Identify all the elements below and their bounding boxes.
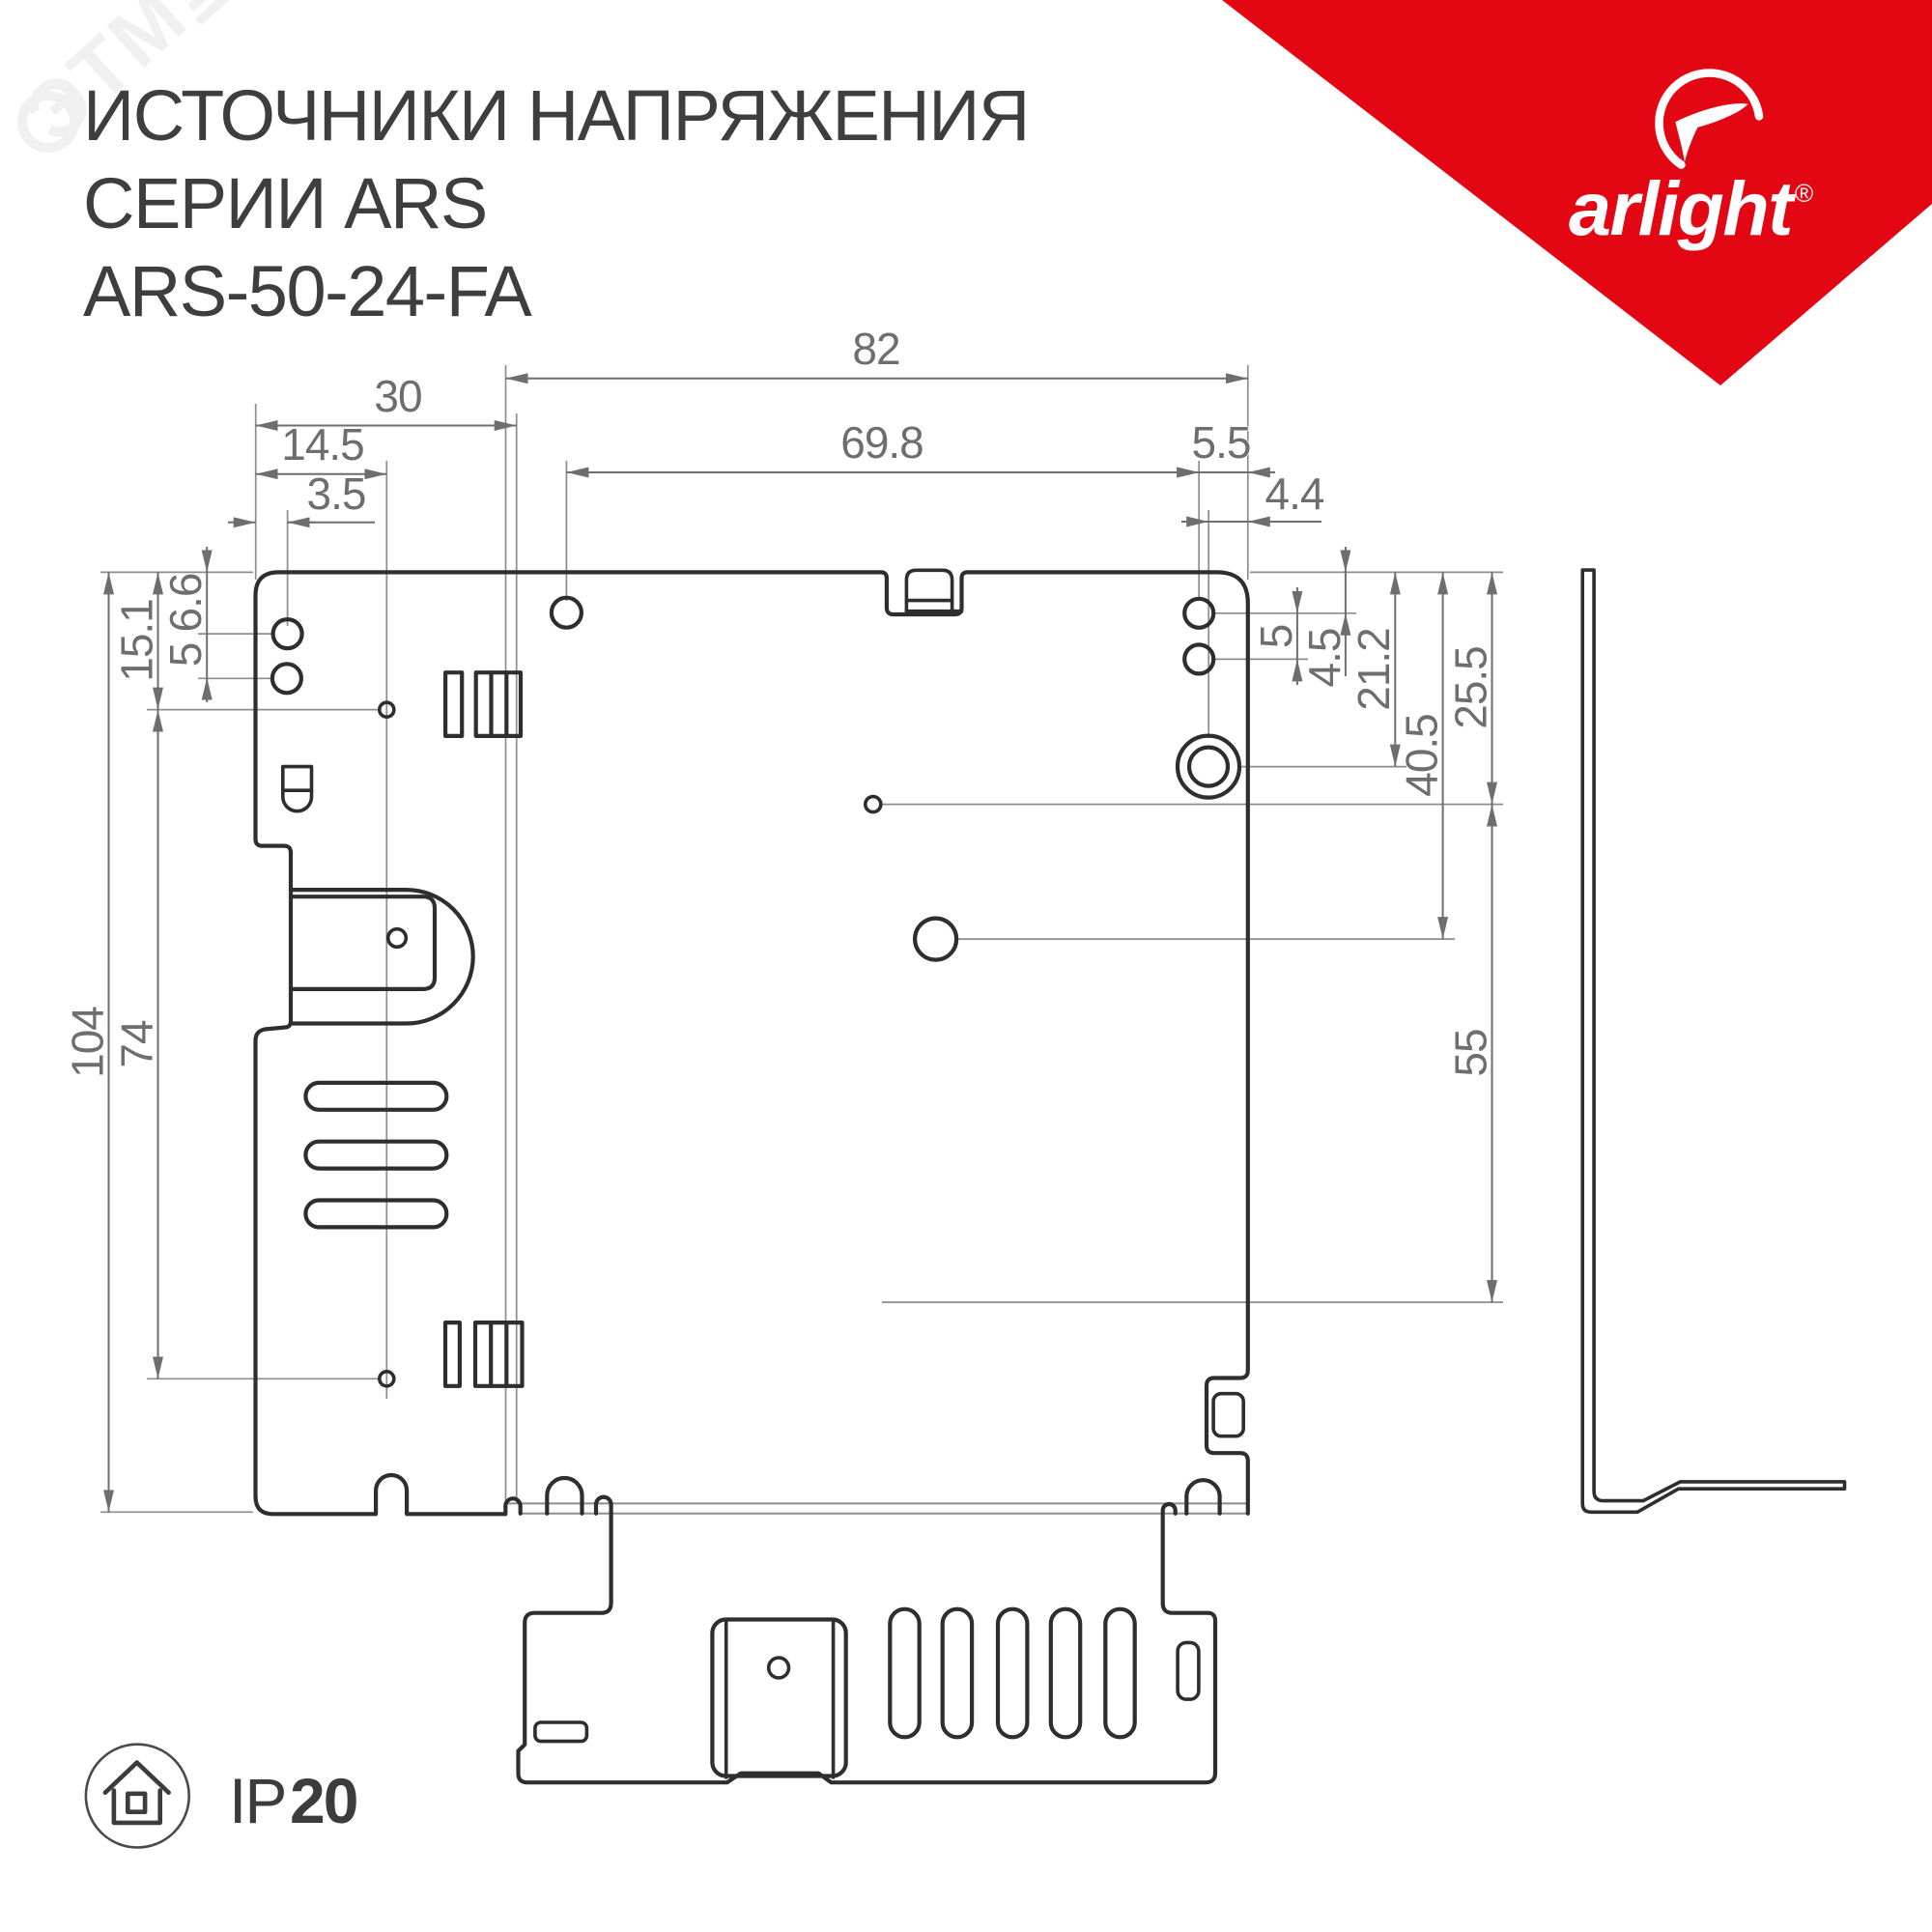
dim-69-8: 69.8 [566, 416, 1200, 478]
dim-21-2: 21.2 [1348, 572, 1401, 767]
brand-registered-mark: ® [1795, 179, 1813, 208]
watermark-stripes-icon [187, 0, 242, 26]
house-icon [102, 1760, 171, 1826]
din-clip-hole [385, 926, 409, 950]
dim-4-5: 4.5 [1298, 547, 1351, 688]
top-edge-hook-tab [904, 568, 964, 613]
dim-25-5: 25.5 [1445, 572, 1497, 805]
svg-text:40.5: 40.5 [1397, 714, 1447, 797]
hole-small-bottom [377, 1370, 396, 1388]
ip-badge-circle [84, 1743, 191, 1849]
hole-center-large [912, 916, 959, 962]
hole-top-left-a [270, 616, 304, 651]
logo-swoosh-icon [1675, 103, 1748, 162]
svg-text:30: 30 [374, 371, 421, 421]
svg-text:25.5: 25.5 [1446, 646, 1496, 729]
flange-vent-slots [888, 1606, 1137, 1740]
dim-4-4: 4.4 [1181, 468, 1326, 527]
lower-terminal-cutouts [442, 1320, 525, 1388]
brand-wordmark: arlight [1569, 165, 1797, 251]
svg-text:5: 5 [1251, 625, 1301, 649]
dim-55: 55 [1445, 804, 1497, 1303]
flange-slot-right [1176, 1640, 1201, 1701]
din-clip-inner [288, 895, 438, 991]
din-clip-outer [288, 888, 475, 1026]
ground-boss-inner [1186, 745, 1231, 788]
hole-top-right-b [1182, 642, 1216, 676]
dim-14-5: 14.5 [255, 418, 387, 480]
svg-text:104: 104 [63, 1007, 113, 1078]
dim-74: 74 [111, 709, 163, 1379]
dim-30: 30 [255, 370, 517, 431]
flange-arch-left-big [545, 1475, 584, 1516]
svg-text:14.5: 14.5 [281, 419, 364, 469]
svg-text:74: 74 [112, 1020, 162, 1068]
dim-15-1: 15.1 [111, 572, 163, 710]
side-bracket-view [1580, 568, 1847, 1515]
dim-6-6-and-5: 6.6 5 [159, 547, 213, 702]
body-outline [253, 570, 1250, 1516]
upper-terminal-cutouts [443, 670, 524, 739]
brand-banner: arlight ® [1222, 0, 1932, 385]
svg-text:5: 5 [160, 643, 211, 668]
ip-badge: IP 20 [84, 1743, 358, 1849]
svg-text:4.5: 4.5 [1299, 629, 1350, 688]
hole-top-left-b [270, 662, 303, 696]
right-recess-tab [1211, 1391, 1245, 1438]
svg-text:3.5: 3.5 [307, 469, 366, 519]
dim-5-5: 5.5 [1172, 416, 1275, 478]
fold-lines [505, 1502, 1248, 1515]
hole-center-small [863, 794, 883, 814]
page-title: ИСТОЧНИКИ НАПРЯЖЕНИЯ СЕРИИ ARS ARS-50-24… [82, 74, 1032, 333]
svg-text:82: 82 [852, 324, 899, 374]
title-line-2: СЕРИИ ARS [83, 163, 487, 243]
svg-text:21.2: 21.2 [1349, 628, 1399, 711]
ac-terminal-block [710, 1617, 848, 1779]
ip-badge-prefix: IP [229, 1765, 285, 1836]
title-line-1: ИСТОЧНИКИ НАПРЯЖЕНИЯ [83, 75, 1029, 156]
svg-text:5.5: 5.5 [1192, 417, 1251, 468]
ground-boss-outer [1175, 733, 1242, 800]
bracket-profile [1580, 568, 1847, 1515]
svg-text:6.6: 6.6 [160, 574, 211, 633]
terminal-screw-hole [766, 1656, 791, 1680]
technical-drawing: 82 30 14.5 3.5 69.8 [62, 323, 1847, 1785]
body-bottom-edge [253, 1472, 523, 1517]
hole-small-top [377, 700, 396, 720]
dim-104: 104 [62, 572, 114, 1513]
watermark-swirl-icon [17, 91, 79, 153]
vent-slots-left [303, 1080, 449, 1230]
hole-top-right-a [1182, 596, 1216, 630]
svg-text:55: 55 [1446, 1029, 1496, 1076]
back-panel-view [253, 568, 1250, 1517]
logo-ring-icon [1655, 69, 1764, 169]
flange-outline [516, 1494, 1218, 1785]
svg-text:69.8: 69.8 [840, 417, 923, 468]
svg-text:4.4: 4.4 [1265, 469, 1324, 519]
dimensions: 82 30 14.5 3.5 69.8 [62, 323, 1497, 1513]
hole-top-middle [549, 595, 584, 630]
arlight-logo: arlight ® [1569, 69, 1813, 251]
mounting-holes [270, 595, 1242, 1388]
ip-badge-value: 20 [290, 1765, 356, 1836]
dim-5-right: 5 [1250, 587, 1303, 685]
svg-text:15.1: 15.1 [112, 599, 162, 682]
dim-82: 82 [505, 323, 1248, 384]
flange-slot-left [533, 1720, 589, 1744]
clip-spring-tab [280, 764, 314, 813]
dim-3-5: 3.5 [228, 468, 375, 528]
flange-arch-right-big [1184, 1478, 1222, 1516]
dim-40-5: 40.5 [1396, 572, 1449, 940]
bottom-flange-view [516, 1475, 1222, 1785]
din-clip-assembly [280, 764, 475, 1026]
title-line-3: ARS-50-24-FA [83, 251, 532, 331]
